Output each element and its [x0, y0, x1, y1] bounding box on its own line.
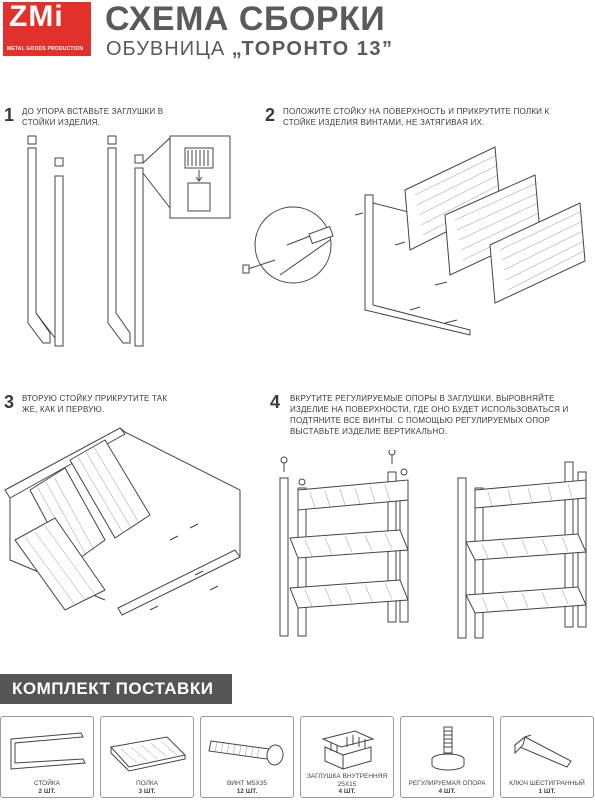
kit-item-name: РЕГУЛИРУЕМАЯ ОПОРА — [408, 780, 486, 787]
upright-frame-1 — [27, 135, 64, 347]
product-name: ОБУВНИЦА — [106, 38, 226, 60]
kit-item-name: ПОЛКА — [135, 780, 159, 787]
model-name: „ТОРОНТО 13” — [231, 38, 394, 60]
screw-detail — [242, 206, 334, 284]
step-1-text: ДО УПОРА ВСТАВЬТЕ ЗАГЛУШКИ В СТОЙКИ ИЗДЕ… — [22, 107, 164, 127]
upright-icon — [10, 732, 86, 770]
shelf-mesh-c — [14, 517, 106, 611]
kit-item-qty: 1 шт. — [538, 787, 556, 795]
page-title: СХЕМА СБОРКИ — [105, 0, 386, 38]
kit-item-screw: ВИНТ M5x35 12 шт. — [200, 716, 294, 798]
kit-item-qty: 4 шт. — [438, 787, 456, 795]
upright-frame-2 — [107, 135, 144, 347]
end-cap-detail — [142, 135, 231, 219]
kit-item-end-cap: ЗАГЛУШКА ВНУТРЕННЯЯ 25x15 4 шт. — [300, 716, 394, 798]
kit-item-name: ЗАГЛУШКА ВНУТРЕННЯЯ 25x15 — [306, 773, 388, 788]
kit-item-qty: 3 шт. — [138, 787, 156, 795]
step-2-number: 2 — [265, 105, 276, 125]
logo-subtext: METAL GOODS PRODUCTION — [7, 46, 84, 52]
step-4-number: 4 — [270, 392, 281, 412]
step-2-text: ПОЛОЖИТЕ СТОЙКУ НА ПОВЕРХНОСТЬ И ПРИКРУТ… — [283, 107, 550, 127]
kit-item-name: ВИНТ M5x35 — [226, 780, 268, 787]
kit-item-qty: 2 шт. — [38, 787, 56, 795]
step-1-number: 1 — [4, 105, 15, 125]
kit-item-shelf: ПОЛКА 3 шт. — [100, 716, 194, 798]
step-2-illustration — [242, 146, 586, 336]
shelf-icon — [110, 736, 187, 772]
step-4-text: ВКРУТИТЕ РЕГУЛИРУЕМЫЕ ОПОРЫ В ЗАГЛУШКИ. … — [290, 394, 569, 436]
step-1-illustration — [27, 135, 231, 347]
logo-text: ZMi — [9, 0, 64, 33]
adjustable-foot-icon — [431, 726, 465, 771]
kit-item-name: СТОЙКА — [33, 780, 60, 787]
screw-icon — [208, 740, 284, 766]
kit-item-hex-key: КЛЮЧ ШЕСТИГРАННЫЙ 1 шт. — [500, 716, 594, 798]
page-subtitle: ОБУВНИЦА „ТОРОНТО 13” — [106, 38, 393, 61]
step-4-illustration — [279, 450, 587, 639]
kit-item-qty: 12 шт. — [236, 787, 258, 795]
step-3-text: ВТОРУЮ СТОЙКУ ПРИКРУТИТЕ ТАК ЖЕ, КАК И П… — [22, 394, 168, 414]
kit-item-name: КЛЮЧ ШЕСТИГРАННЫЙ — [509, 780, 585, 787]
kit-heading-banner: КОМПЛЕКТ ПОСТАВКИ — [0, 674, 232, 704]
shelf-mesh-3 — [489, 202, 586, 304]
step-3-number: 3 — [4, 392, 15, 412]
kit-heading: КОМПЛЕКТ ПОСТАВКИ — [12, 679, 214, 698]
brand-logo: ZMi METAL GOODS PRODUCTION — [3, 0, 91, 56]
step-3-illustration — [4, 427, 241, 616]
rack-assembly — [279, 450, 409, 637]
kit-item-upright: СТОЙКА 2 шт. — [0, 716, 94, 798]
kit-item-qty: 4 шт. — [338, 788, 356, 795]
hex-key-icon — [514, 734, 572, 768]
end-cap-icon — [321, 730, 375, 770]
shelf-mesh-b — [69, 439, 151, 539]
kit-item-adjustable-foot: РЕГУЛИРУЕМАЯ ОПОРА 4 шт. — [400, 716, 494, 798]
rack-finished — [457, 461, 587, 639]
